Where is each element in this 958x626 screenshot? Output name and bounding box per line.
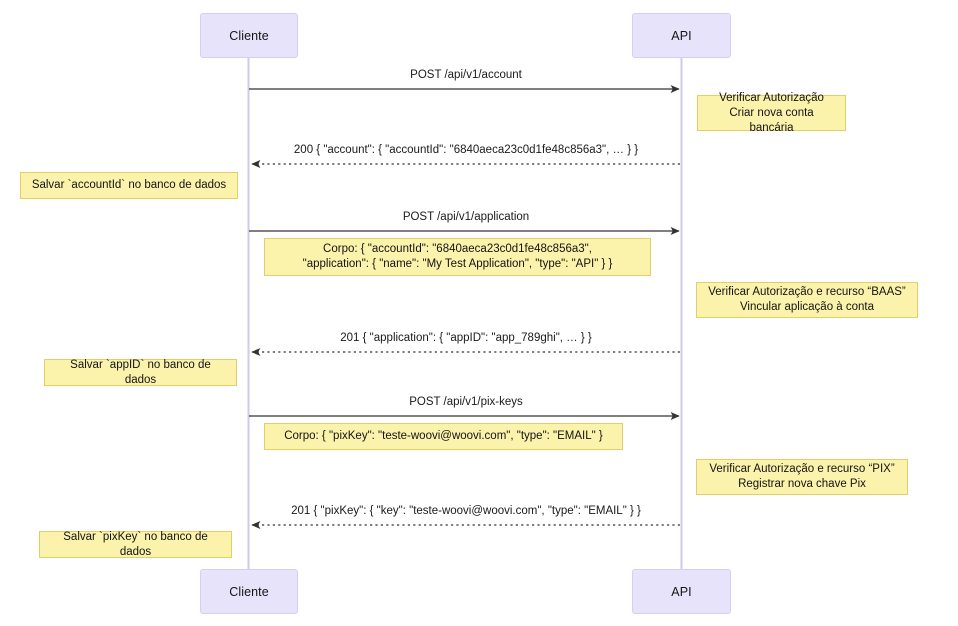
message-m4[interactable] — [249, 346, 679, 359]
message-label-m3: POST /api/v1/application — [402, 211, 530, 223]
message-label-m4: 201 { "application": { "appID": "app_789… — [340, 332, 592, 344]
message-label-m5: POST /api/v1/pix-keys — [409, 396, 523, 408]
note-salvar-accountid[interactable]: Salvar `accountId` no banco de dados — [20, 172, 238, 199]
message-label-m2: 200 { "account": { "accountId": "6840aec… — [293, 144, 639, 156]
actor-cliente-bottom-label: Cliente — [229, 584, 269, 599]
note-verificar-autorizacao-baas[interactable]: Verificar Autorização e recurso “BAAS” V… — [696, 282, 918, 318]
message-m1[interactable] — [249, 83, 679, 96]
message-m6[interactable] — [249, 519, 679, 532]
actor-cliente-top-label: Cliente — [229, 28, 269, 43]
actor-api-top-label: API — [671, 28, 692, 43]
message-label-m6: 201 { "pixKey": { "key": "teste-woovi@wo… — [291, 505, 641, 517]
actor-api-top[interactable]: API — [632, 13, 731, 58]
actor-cliente-top[interactable]: Cliente — [200, 13, 298, 58]
message-m3[interactable] — [249, 225, 679, 238]
message-label-m1: POST /api/v1/account — [410, 69, 522, 81]
note-verificar-autorizacao-conta[interactable]: Verificar Autorização Criar nova conta b… — [697, 92, 846, 134]
message-m2[interactable] — [249, 158, 679, 171]
note-corpo-application[interactable]: Corpo: { "accountId": "6840aeca23c0d1fe4… — [264, 238, 651, 276]
note-corpo-pixkey[interactable]: Corpo: { "pixKey": "teste-woovi@woovi.co… — [264, 423, 623, 450]
actor-api-bottom[interactable]: API — [632, 569, 731, 614]
actor-cliente-bottom[interactable]: Cliente — [200, 569, 298, 614]
lifeline-hit-cliente[interactable] — [243, 58, 254, 569]
message-m5[interactable] — [249, 410, 679, 423]
note-salvar-pixkey[interactable]: Salvar `pixKey` no banco de dados — [39, 531, 232, 558]
lifeline-hit-api[interactable] — [676, 58, 687, 569]
actor-api-bottom-label: API — [671, 584, 692, 599]
note-salvar-appid[interactable]: Salvar `appID` no banco de dados — [44, 359, 237, 386]
note-verificar-autorizacao-pix[interactable]: Verificar Autorização e recurso “PIX” Re… — [696, 459, 908, 495]
